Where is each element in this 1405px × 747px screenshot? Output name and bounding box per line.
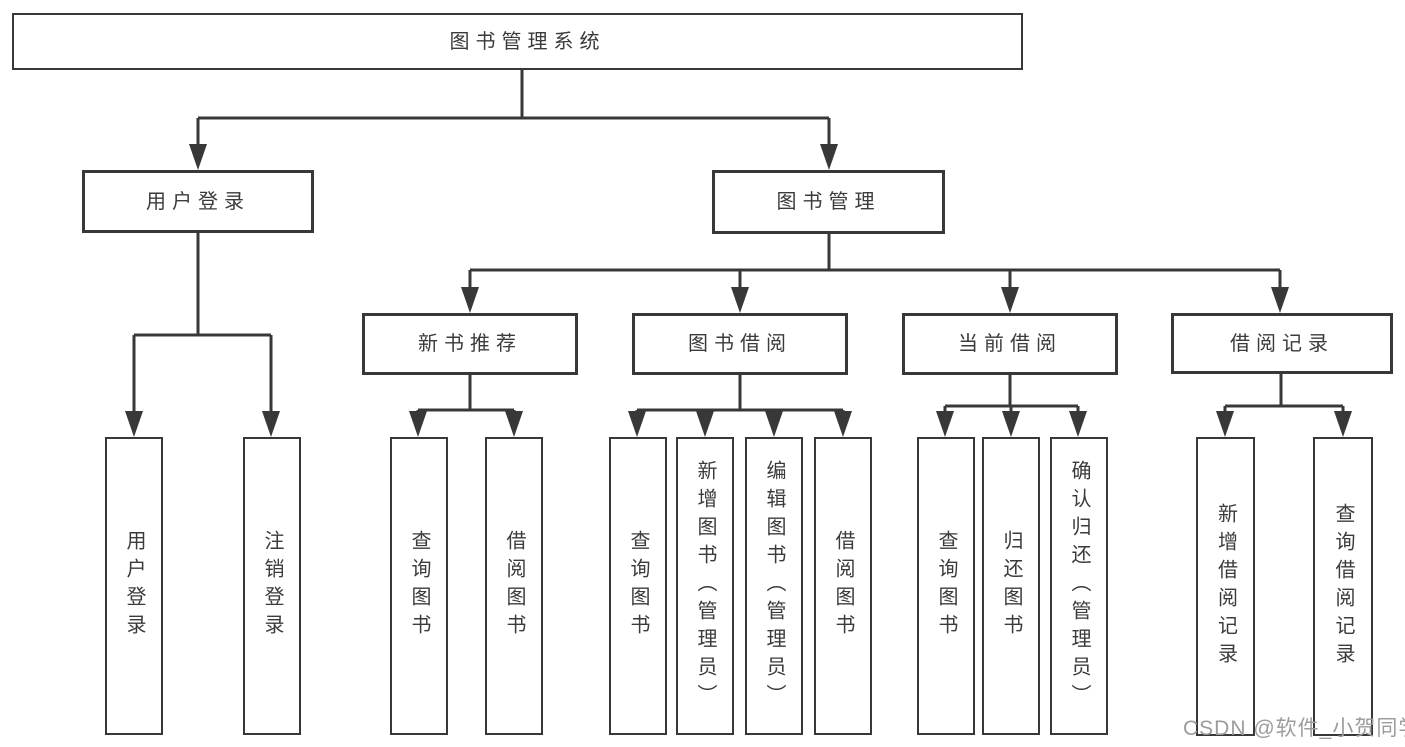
node-book-borrow: 图书借阅 <box>632 313 848 375</box>
edge-mgmt-to-level2 <box>468 234 1282 295</box>
leaf-borrow-add-books-admin: 新增图书（管理员） <box>676 437 734 735</box>
watermark: CSDN @软件_小贺同学 <box>1183 717 1405 740</box>
edge-newbook-to-leaves <box>416 375 516 419</box>
leaf-current-query-books: 查询图书 <box>917 437 975 735</box>
node-current-borrow: 当前借阅 <box>902 313 1118 375</box>
edge-root-to-level1 <box>196 70 831 150</box>
leaf-current-confirm-return-admin: 确认归还（管理员） <box>1050 437 1108 735</box>
leaf-current-return-books: 归还图书 <box>982 437 1040 735</box>
leaf-newbook-borrow-books: 借阅图书 <box>485 437 543 735</box>
leaf-borrow-edit-books-admin: 编辑图书（管理员） <box>745 437 803 735</box>
leaf-borrow-query-books: 查询图书 <box>609 437 667 735</box>
leaf-records-query-record: 查询借阅记录 <box>1313 437 1373 736</box>
node-new-book-recommend: 新书推荐 <box>362 313 578 375</box>
leaf-logout: 注销登录 <box>243 437 301 735</box>
node-book-management: 图书管理 <box>712 170 945 234</box>
edge-login-to-leaves <box>132 233 273 419</box>
leaf-user-login: 用户登录 <box>105 437 163 735</box>
node-root: 图书管理系统 <box>12 13 1023 70</box>
arrowheads <box>125 144 1352 437</box>
edge-records-to-leaves <box>1223 374 1345 419</box>
leaf-records-add-record: 新增借阅记录 <box>1196 437 1255 736</box>
node-borrow-records: 借阅记录 <box>1171 313 1393 374</box>
node-user-login: 用户登录 <box>82 170 314 233</box>
leaf-borrow-borrow-books: 借阅图书 <box>814 437 872 735</box>
leaf-newbook-query-books: 查询图书 <box>390 437 448 735</box>
edge-borrow-to-leaves <box>635 375 845 419</box>
